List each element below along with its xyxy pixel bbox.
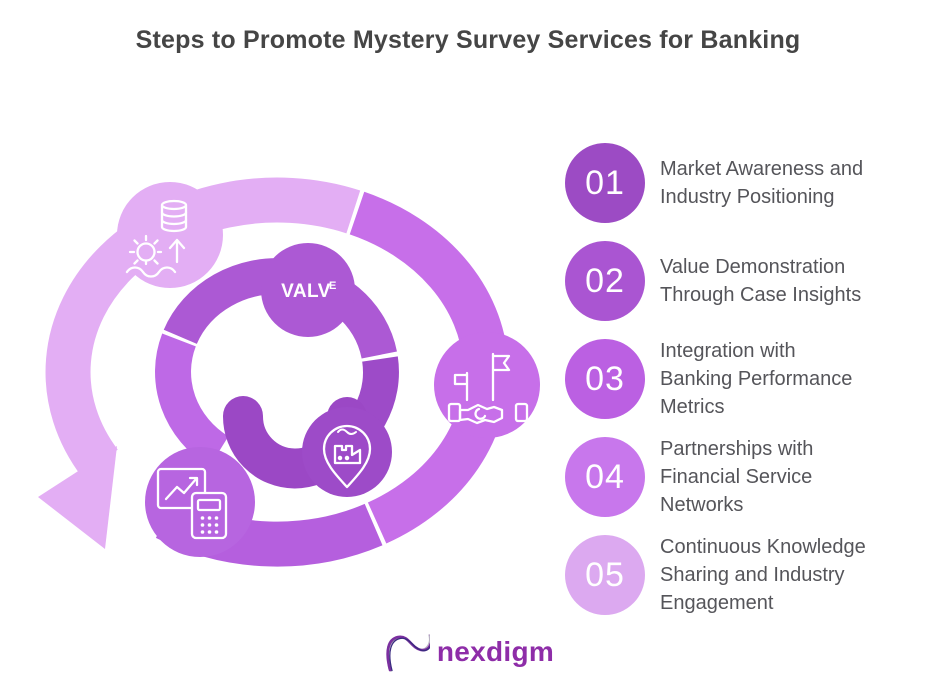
spiral-arrowhead bbox=[38, 446, 117, 549]
partnership-bubble bbox=[434, 332, 540, 438]
step-number-badge: 01 bbox=[565, 143, 645, 223]
step-number-badge: 05 bbox=[565, 535, 645, 615]
footer-logo: nexdigm bbox=[0, 629, 936, 675]
step-item-2: 02 Value Demonstration Through Case Insi… bbox=[565, 241, 936, 321]
nexdigm-logo-icon bbox=[386, 634, 430, 672]
step-item-1: 01 Market Awareness and Industry Positio… bbox=[565, 143, 936, 223]
step-item-4: 04 Partnerships with Financial Service N… bbox=[565, 437, 936, 517]
metrics-calculator-icon bbox=[156, 467, 228, 540]
spiral-outer-arc-light bbox=[45, 177, 361, 477]
valve-label: VALV bbox=[281, 281, 331, 302]
data-growth-icon bbox=[125, 199, 188, 278]
step-number-badge: 04 bbox=[565, 437, 645, 517]
factory-bubble bbox=[302, 407, 392, 497]
step-label: Continuous Knowledge Sharing and Industr… bbox=[660, 536, 866, 614]
metrics-bubble bbox=[145, 447, 255, 557]
step-number-badge: 02 bbox=[565, 241, 645, 321]
valve-label-superscript: E bbox=[329, 280, 336, 292]
nexdigm-logo-text: nexdigm bbox=[436, 636, 555, 667]
page-title: Steps to Promote Mystery Survey Services… bbox=[135, 26, 801, 54]
step-number-badge: 03 bbox=[565, 339, 645, 419]
step-label: Value Demonstration Through Case Insight… bbox=[660, 256, 862, 306]
step-item-3: 03 Integration with Banking Performance … bbox=[565, 339, 936, 419]
data-growth-bubble bbox=[117, 182, 223, 288]
spiral-middle-arc-bright bbox=[155, 333, 229, 467]
step-label: Partnerships with Financial Service Netw… bbox=[660, 438, 814, 516]
step-item-5: 05 Continuous Knowledge Sharing and Indu… bbox=[565, 535, 936, 615]
step-label: Market Awareness and Industry Positionin… bbox=[660, 158, 864, 208]
factory-location-pin-icon bbox=[322, 424, 372, 489]
valve-bubble: VALV E bbox=[261, 243, 355, 337]
partnership-handshake-icon bbox=[447, 352, 529, 425]
step-label: Integration with Banking Performance Met… bbox=[660, 340, 853, 418]
